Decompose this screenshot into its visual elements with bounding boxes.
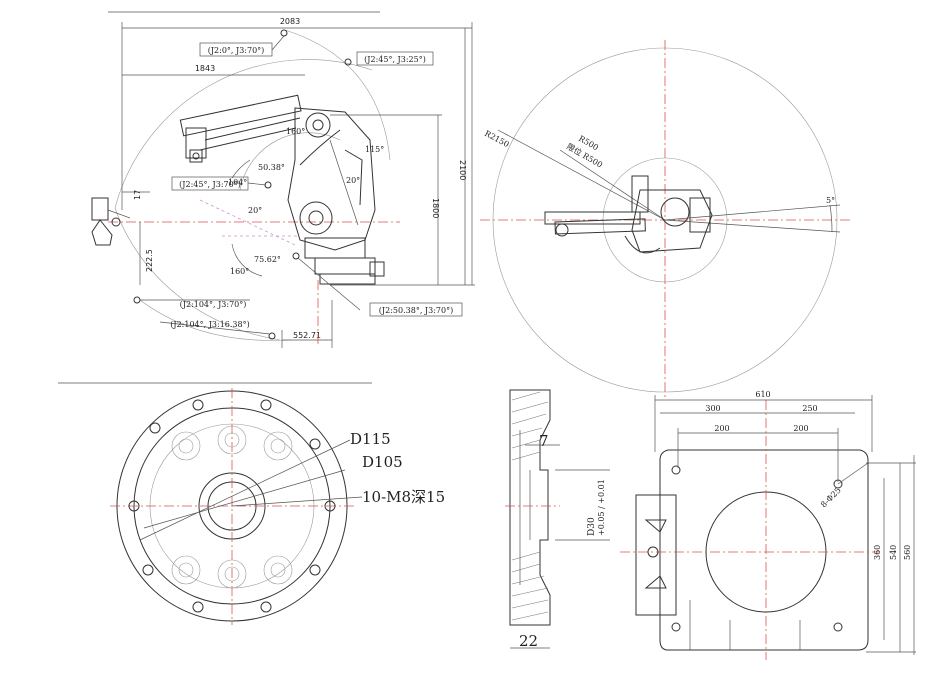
angle-75-62: 75.62° [254, 255, 281, 264]
dim-552-71: 552.71 [293, 331, 321, 340]
dim-tol: +0.05 / +0.01 [597, 479, 606, 536]
dim-17: 17 [133, 190, 142, 200]
angle-160-b: 160° [286, 127, 305, 136]
position-marker-5 [268, 332, 276, 340]
label-holes: 10-M8深15 [362, 488, 445, 506]
flange-view: D115 D105 10-M8深15 [58, 382, 445, 625]
envelope-arc-lower [114, 207, 281, 341]
label-8-holes: 8-Φ25 [819, 486, 843, 510]
robot-upper-arm [179, 94, 302, 163]
dim-1843: 1843 [195, 64, 215, 73]
angle-50-38: 50.38° [258, 163, 285, 172]
robot-side-view: 2083 1843 2100 1800 [91, 11, 475, 348]
label-r2150: R2150 [483, 129, 511, 149]
base-mount-holes [644, 465, 843, 632]
base-side-block [635, 494, 677, 616]
dim-610: 610 [755, 390, 770, 399]
base-outline [659, 449, 869, 651]
envelope-arc-bottom [139, 299, 291, 341]
angle-160: 160° [230, 267, 249, 276]
leader-holes [231, 496, 363, 507]
callout-box-3 [171, 176, 249, 191]
position-marker-4 [133, 296, 141, 304]
angle-line-1 [664, 204, 841, 221]
dim-2100: 2100 [458, 160, 467, 180]
callout-5: (J2:104°, J3:16.38°) [170, 320, 249, 329]
envelope-arc-outer [114, 59, 373, 209]
callout-box-6 [369, 302, 463, 317]
angle-104: 104° [228, 178, 247, 187]
angle-line-2 [664, 219, 841, 233]
dim-560: 560 [903, 545, 912, 560]
label-d115: D115 [350, 430, 391, 448]
section-view: 7 22 D30 +0.05 / +0.01 [505, 389, 610, 650]
leader-d105 [143, 469, 346, 529]
dim-360: 360 [873, 545, 882, 560]
angle-20-b: 20° [346, 176, 360, 185]
angle-20-a: 20° [248, 206, 262, 215]
dim-1800: 1800 [431, 198, 440, 218]
radius-line-r500 [559, 149, 666, 221]
callout-6: (J2:50.38°, J3:70°) [379, 306, 453, 315]
position-marker-2 [344, 58, 352, 66]
envelope-arc-right [284, 29, 391, 161]
angle-115: 115° [365, 145, 384, 154]
dim-7: 7 [539, 432, 549, 450]
base-plate-view: 610 300 250 200 200 8-Φ25 360 540 560 [620, 390, 916, 660]
dim-300: 300 [705, 404, 720, 413]
position-marker-1 [280, 29, 288, 37]
dim-2083: 2083 [280, 17, 300, 26]
callout-2: (J2:45°, J3:25°) [364, 55, 426, 64]
leader-d115 [139, 439, 351, 541]
position-marker-6 [292, 252, 300, 260]
callout-3: (J2:45°, J3:70°) [179, 180, 241, 189]
flange-outer-holes [128, 399, 336, 613]
dim-222-5: 222.5 [145, 249, 154, 272]
dim-540: 540 [889, 545, 898, 560]
section-hatching [511, 391, 549, 621]
callout-box-2 [356, 51, 434, 66]
section-outline [509, 389, 551, 626]
callout-1: (J2:0°, J3:70°) [208, 46, 265, 55]
robot-end-effector [91, 197, 131, 246]
dim-250: 250 [802, 404, 817, 413]
dim-22: 22 [519, 632, 538, 650]
dim-200-b: 200 [793, 424, 808, 433]
robot-body [287, 107, 385, 285]
flange-inner-holes [171, 425, 293, 589]
dim-d30: D30 [587, 517, 597, 536]
callout-4: (J2:104°, J3:70°) [180, 300, 247, 309]
inner-arc [239, 132, 341, 191]
robot-top-body [544, 175, 713, 254]
robot-top-view: R2150 R500 限位 R500 5° [480, 40, 850, 400]
label-d105: D105 [362, 453, 403, 471]
dim-200-a: 200 [714, 424, 729, 433]
angle-5: 5° [826, 196, 835, 205]
